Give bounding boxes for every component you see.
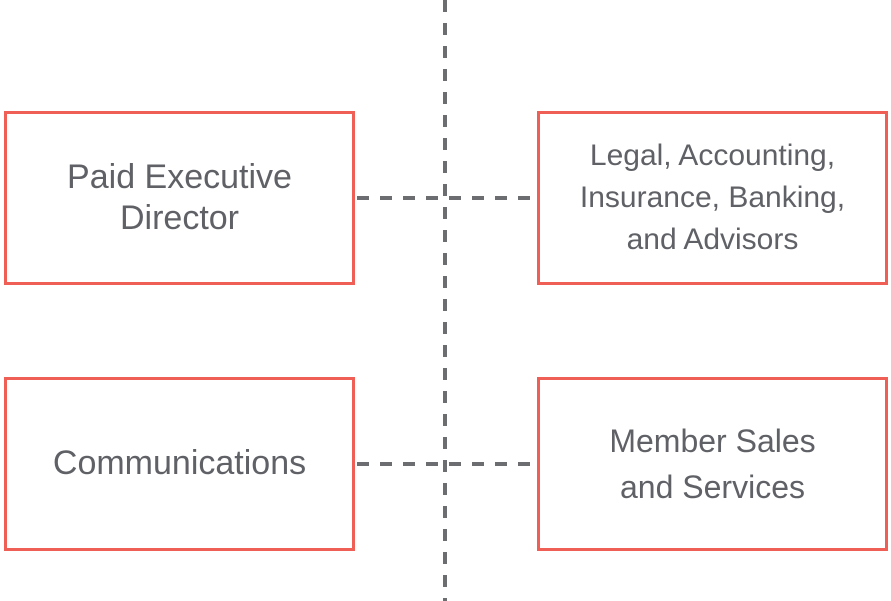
node-paid-executive-director: Paid Executive Director bbox=[4, 111, 355, 285]
node-label: Paid Executive Director bbox=[67, 157, 292, 237]
node-member-sales-and-services: Member Sales and Services bbox=[537, 377, 888, 551]
node-label: Legal, Accounting, Insurance, Banking, a… bbox=[579, 139, 846, 256]
node-label: Communications bbox=[52, 444, 307, 483]
node-label: Member Sales and Services bbox=[609, 422, 816, 505]
node-legal-accounting-insurance-banking-advisors: Legal, Accounting, Insurance, Banking, a… bbox=[537, 111, 888, 285]
node-communications: Communications bbox=[4, 377, 355, 551]
